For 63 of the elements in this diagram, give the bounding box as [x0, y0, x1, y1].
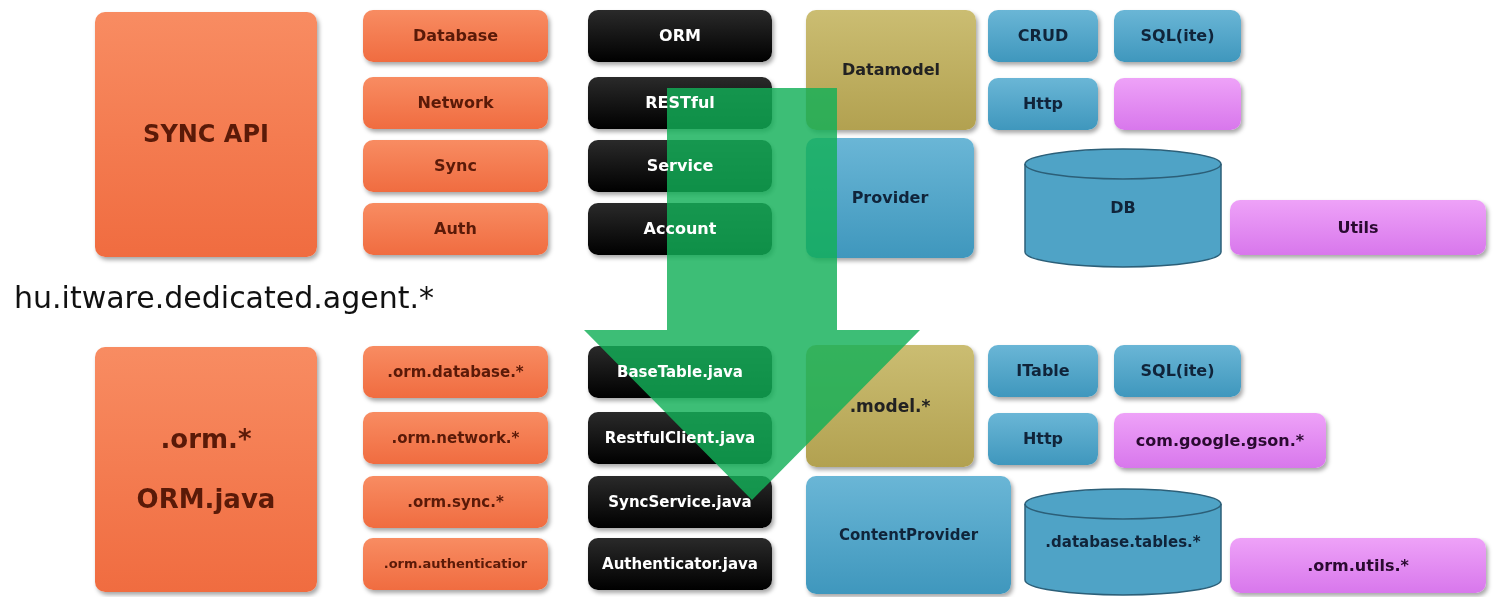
- box-label: .model.*: [849, 395, 931, 417]
- box-label: SQL(ite): [1140, 26, 1215, 46]
- box-label: Service: [646, 156, 714, 176]
- box-label: .orm.database.*: [387, 363, 524, 381]
- component-box: [988, 10, 1098, 62]
- component-box: [95, 347, 317, 592]
- box-label: SQL(ite): [1140, 361, 1215, 381]
- database-cylinder: [1024, 148, 1222, 268]
- box-label: Provider: [851, 188, 929, 208]
- box-label: Account: [643, 219, 717, 239]
- box-label: Auth: [434, 219, 477, 239]
- box-label: Network: [417, 93, 494, 113]
- box-label: .orm.network.*: [391, 429, 520, 447]
- component-box: [806, 476, 1011, 594]
- box-label: CRUD: [1017, 26, 1069, 46]
- component-box: [988, 413, 1098, 465]
- box-label: Database: [412, 26, 499, 46]
- block-arrow: [584, 88, 920, 500]
- box-label: ORM: [659, 26, 701, 46]
- box-label: .orm.sync.*: [407, 493, 504, 511]
- component-box: [988, 345, 1098, 397]
- box-label: RESTful: [645, 93, 715, 113]
- component-box: [363, 203, 548, 255]
- component-box: [363, 77, 548, 129]
- box-label: SYNC API: [143, 120, 269, 149]
- component-box: [363, 412, 548, 464]
- box-label: .orm.authenticatior: [383, 556, 528, 572]
- component-box: [1114, 345, 1241, 397]
- component-box: [363, 346, 548, 398]
- component-box: [363, 538, 548, 590]
- component-box: [1230, 200, 1486, 255]
- box-label: Http: [1022, 94, 1064, 114]
- component-box: [363, 140, 548, 192]
- component-box: [363, 10, 548, 62]
- component-box: [95, 12, 317, 257]
- component-box: [588, 476, 772, 528]
- package-name: hu.itware.dedicated.agent.*: [14, 280, 434, 315]
- component-box: [806, 10, 976, 130]
- component-box: [1114, 10, 1241, 62]
- box-label: SyncService.java: [608, 493, 752, 511]
- box-label: Utils: [1337, 217, 1379, 238]
- box-label: Datamodel: [842, 60, 940, 80]
- component-box: [1114, 413, 1326, 468]
- box-label: .orm.*: [160, 424, 252, 456]
- box-label: Sync: [434, 156, 477, 176]
- box-label: ContentProvider: [838, 526, 979, 544]
- box-label: .database.tables.*: [1045, 533, 1201, 551]
- database-cylinder: [1024, 488, 1222, 596]
- component-box: [988, 78, 1098, 130]
- box-label: ORM.java: [136, 483, 276, 515]
- box-label: RestfulClient.java: [604, 429, 756, 447]
- component-box: [1230, 538, 1486, 593]
- component-box: [363, 476, 548, 528]
- box-label: com.google.gson.*: [1135, 430, 1305, 451]
- box-shape: [1114, 78, 1241, 130]
- box-label: BaseTable.java: [617, 363, 743, 381]
- box-label: Authenticator.java: [602, 555, 758, 573]
- box-label: DB: [1110, 198, 1136, 218]
- component-box: [588, 10, 772, 62]
- component-box: [588, 538, 772, 590]
- box-label: ITable: [1016, 361, 1070, 381]
- box-label: Http: [1022, 429, 1064, 449]
- box-label: .orm.utils.*: [1307, 555, 1409, 576]
